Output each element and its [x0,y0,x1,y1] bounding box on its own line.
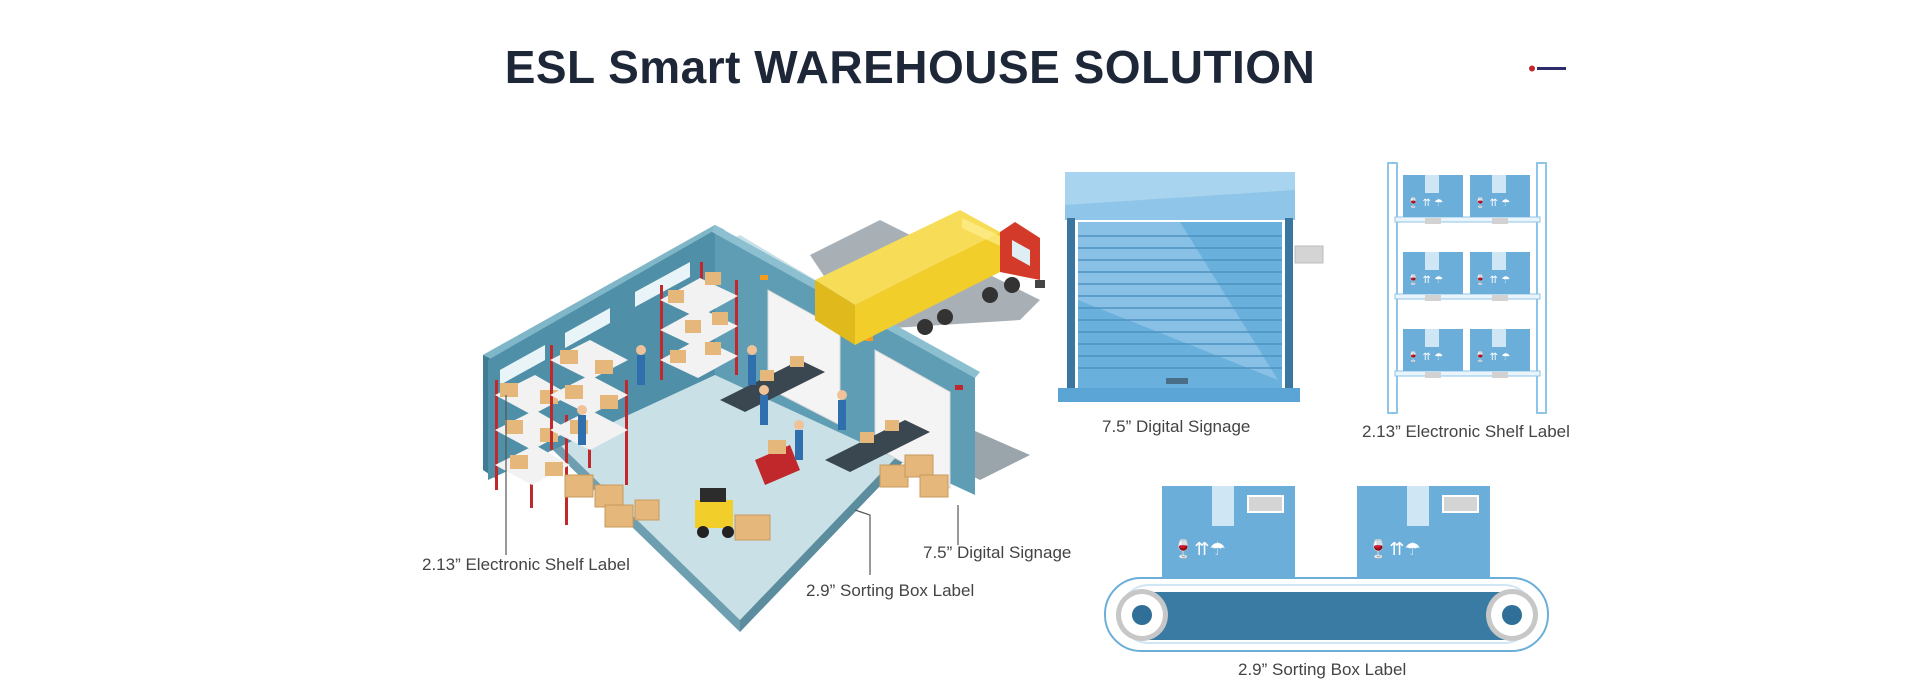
label-warehouse-shelf: 2.13” Electronic Shelf Label [422,555,630,574]
svg-text:🍷⇈☂: 🍷⇈☂ [1172,538,1226,560]
callout-sorting-line [854,509,871,575]
brand-logo [1528,65,1568,72]
svg-text:🍷 ⇈ ☂: 🍷 ⇈ ☂ [1474,350,1510,363]
forklift [695,488,771,541]
rack-back [660,262,738,380]
truck [815,210,1045,345]
label-conveyor-sorting: 2.9” Sorting Box Label [1238,660,1407,679]
svg-text:🍷 ⇈ ☂: 🍷 ⇈ ☂ [1474,196,1510,209]
conveyor-2 [825,420,930,472]
shelf-unit: 🍷 ⇈ ☂ 🍷 ⇈ ☂ 🍷 ⇈ ☂ 🍷 ⇈ ☂ 🍷 ⇈ ☂ 🍷 ⇈ ☂ [1387,162,1547,414]
page-title: ESL Smart WAREHOUSE SOLUTION [504,41,1316,93]
digital-signage-panel [1294,245,1324,264]
label-warehouse-signage: 7.5” Digital Signage [923,543,1072,562]
sorting-label-1 [1247,495,1284,513]
svg-text:🍷 ⇈ ☂: 🍷 ⇈ ☂ [1474,273,1510,286]
sorting-label-2 [1442,495,1479,513]
label-door-signage: 7.5” Digital Signage [1102,417,1251,436]
dock-door-2 [874,349,951,489]
svg-text:🍷 ⇈ ☂: 🍷 ⇈ ☂ [1407,350,1443,363]
svg-text:🍷⇈☂: 🍷⇈☂ [1367,538,1421,560]
workers [577,345,847,460]
rack-middle [550,340,628,485]
conveyor-belt: 🍷⇈☂ 🍷⇈☂ [1104,486,1549,652]
svg-text:🍷 ⇈ ☂: 🍷 ⇈ ☂ [1407,196,1443,209]
rollup-door [1058,172,1324,402]
conveyor-1 [720,360,825,412]
svg-text:🍷 ⇈ ☂: 🍷 ⇈ ☂ [1407,273,1443,286]
label-shelf-esl: 2.13” Electronic Shelf Label [1362,422,1570,441]
warehouse-scene [483,210,1045,632]
label-warehouse-sorting: 2.9” Sorting Box Label [806,581,975,600]
